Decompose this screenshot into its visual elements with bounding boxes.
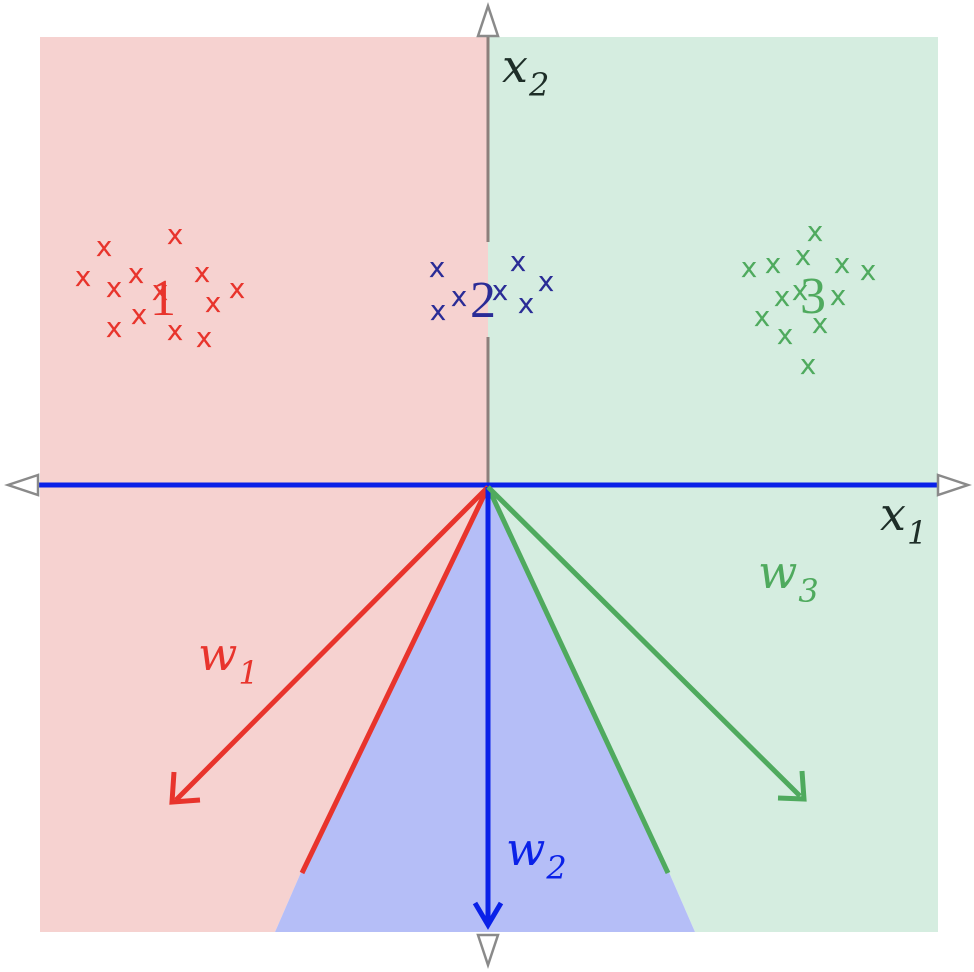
sample-marker: x [807,215,824,248]
class-2-samples: x x x x x x x [429,245,555,327]
sample-marker: x [167,314,184,347]
sample-marker: x [451,280,468,313]
w3-label: w3 [758,545,819,610]
sample-marker: x [96,230,113,263]
sample-marker: x [792,274,809,307]
sample-marker: x [774,280,791,313]
sample-marker: x [518,287,535,320]
sample-marker: x [741,251,758,284]
sample-marker: x [430,294,447,327]
w1-label: w1 [198,627,259,692]
sample-marker: x [106,271,123,304]
w1-arrowhead [169,771,201,805]
w3-arrowhead [777,770,807,802]
sample-marker: x [75,260,92,293]
class-3-samples: x x x x x x x x x x x x x [741,215,877,381]
sample-marker: x [167,218,184,251]
sample-marker: x [754,300,771,333]
sample-marker: x [834,247,851,280]
class-1-label: 1 [150,270,176,327]
sample-marker: x [492,274,509,307]
boundary-2-3 [485,485,671,875]
sample-marker: x [800,348,817,381]
x1-axis-label: x1 [880,487,927,552]
w2-label: w2 [506,822,567,887]
class-3-label: 3 [800,268,826,325]
class-2-label: 2 [470,272,496,329]
y-axis-arrowhead-top [476,2,500,38]
class-1-samples: x x x x x x x x x x x x x [75,218,246,354]
x2-axis-label: x2 [502,39,549,104]
region-class-2 [275,487,695,932]
w1-vector [174,485,490,802]
x-axis-arrowhead-left [4,473,40,497]
boundary-1-2 [299,485,491,875]
sample-marker: x [194,256,211,289]
sample-marker: x [765,247,782,280]
sample-marker: x [860,254,877,287]
sample-marker: x [131,298,148,331]
sample-marker: x [128,257,145,290]
sample-marker: x [510,245,527,278]
sample-marker: x [830,279,847,312]
sample-marker: x [777,318,794,351]
y-axis-arrowhead-bottom [476,933,500,969]
sample-marker: x [152,274,169,307]
sample-marker: x [812,307,829,340]
sample-marker: x [229,272,246,305]
x-axis-arrowhead-right [936,473,972,497]
w2-arrowhead [472,901,504,930]
w3-vector [486,485,802,798]
sample-marker: x [196,321,213,354]
sample-marker: x [205,286,222,319]
sample-marker: x [538,265,555,298]
sample-marker: x [429,251,446,284]
sample-marker: x [106,311,123,344]
sample-marker: x [795,239,812,272]
